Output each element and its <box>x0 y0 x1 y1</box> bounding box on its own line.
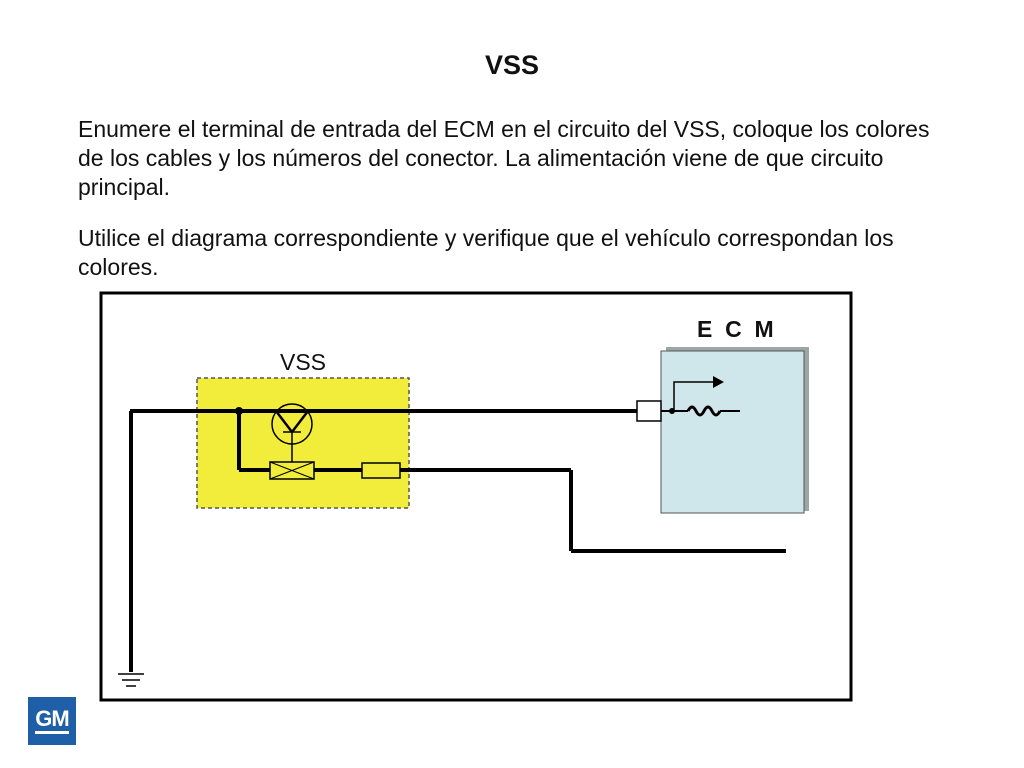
ecm-connector <box>636 400 662 422</box>
transistor-symbol <box>271 403 313 462</box>
ecm-label: E C M <box>697 316 774 342</box>
resistor-block <box>361 462 401 479</box>
instruction-paragraph-2: Utilice el diagrama correspondiente y ve… <box>78 225 894 280</box>
ecm-internal-circuit <box>661 376 740 417</box>
gm-logo: GM <box>28 697 76 745</box>
diagram-frame <box>99 291 853 702</box>
vss-label: VSS <box>280 349 326 375</box>
ecm-box <box>660 350 805 514</box>
pickup-coil-symbol <box>269 461 315 480</box>
ground-symbol <box>118 673 144 687</box>
instruction-paragraph-1: Enumere el terminal de entrada del ECM e… <box>78 116 930 200</box>
slide-title: VSS <box>484 50 540 80</box>
vss-sensor-box <box>196 377 410 509</box>
